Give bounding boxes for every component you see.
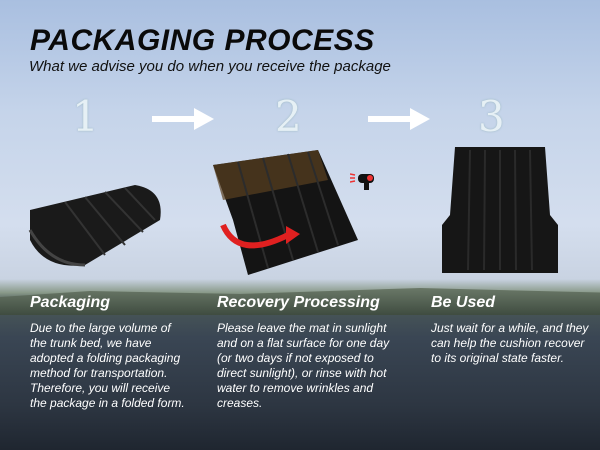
step-heading-3: Be Used <box>431 294 496 311</box>
step-heading-2: Recovery Processing <box>217 294 380 311</box>
arrow-right-icon <box>368 108 430 130</box>
landscape-hills <box>0 288 600 315</box>
step-heading-1: Packaging <box>30 294 111 311</box>
step-number-2: 2 <box>275 92 302 141</box>
unfolding-mat-image <box>213 150 358 275</box>
step-text-1: Due to the large volume of the trunk bed… <box>30 321 185 410</box>
step-text-2: Please leave the mat in sunlight and on … <box>217 321 390 410</box>
flat-mat-image <box>442 147 558 273</box>
step-number-3: 3 <box>478 92 505 141</box>
hair-dryer-icon <box>350 173 374 190</box>
step-number-1: 1 <box>72 92 99 141</box>
arrow-right-icon <box>152 108 214 130</box>
page-subtitle: What we advise you do when you receive t… <box>29 58 391 75</box>
folded-mat-image <box>28 185 161 267</box>
step-text-3: Just wait for a while, and they can help… <box>431 321 589 365</box>
page-title: PACKAGING PROCESS <box>30 24 375 57</box>
